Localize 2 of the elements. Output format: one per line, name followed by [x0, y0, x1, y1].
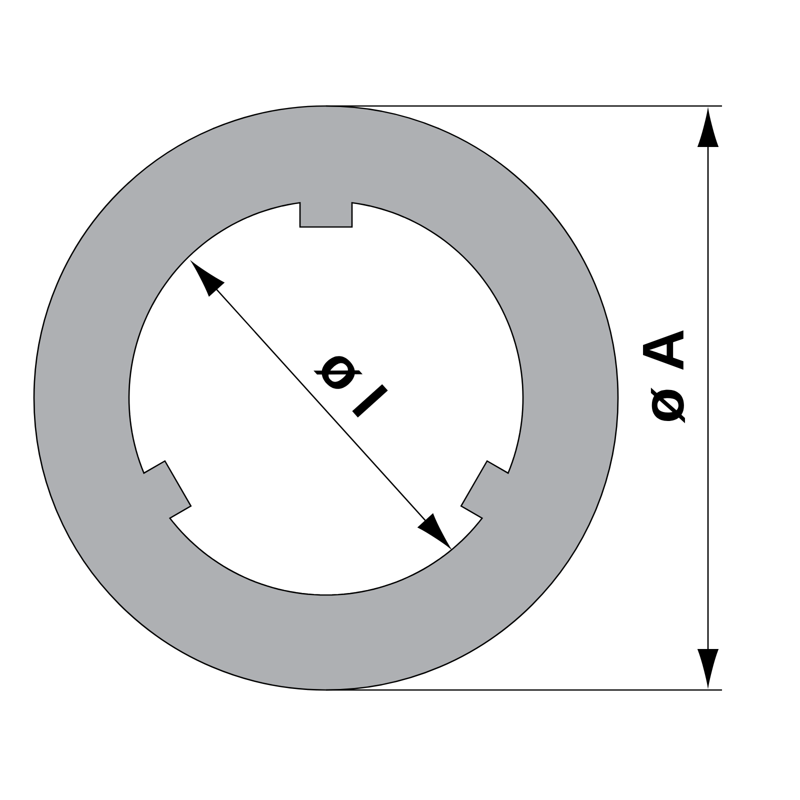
- dimension-label: ø A: [642, 327, 686, 425]
- dimension-label: ø I: [312, 340, 392, 424]
